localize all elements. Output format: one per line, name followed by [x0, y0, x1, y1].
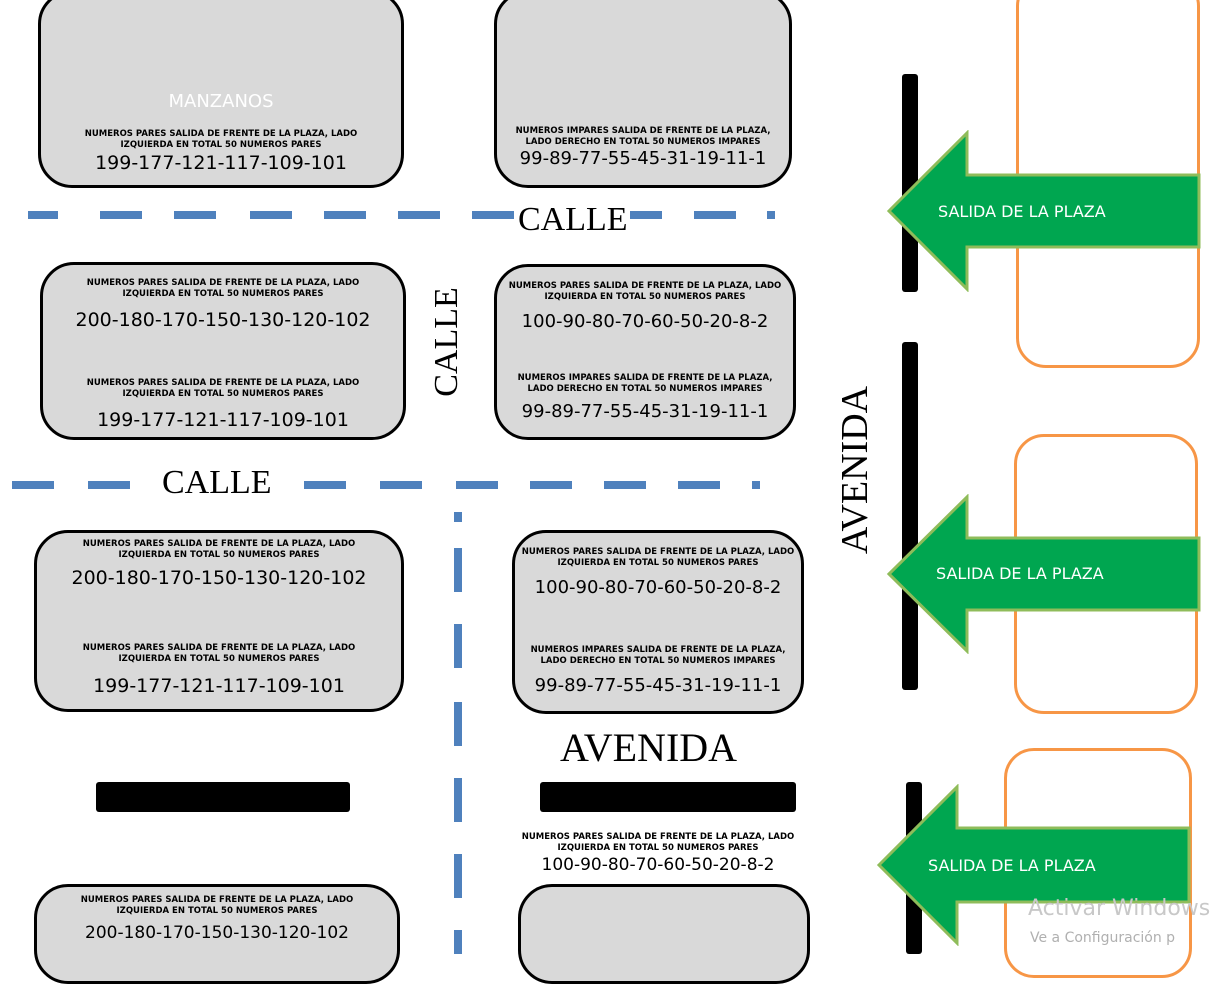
block-numbers: 200-180-170-150-130-120-102	[71, 567, 367, 589]
block-description: NUMEROS PARES SALIDA DE FRENTE DE LA PLA…	[82, 539, 356, 560]
city-block: NUMEROS PARES SALIDA DE FRENTE DE LA PLA…	[40, 262, 406, 440]
activation-watermark-subtitle: Ve a Configuración p	[1030, 930, 1176, 946]
left-arrow-icon	[876, 784, 1191, 946]
block-description: NUMEROS PARES SALIDA DE FRENTE DE LA PLA…	[82, 643, 356, 664]
activation-watermark-title: Activar Windows	[1028, 896, 1211, 921]
city-block: NUMEROS PARES SALIDA DE FRENTE DE LA PLA…	[512, 530, 804, 714]
city-block: MANZANOS NUMEROS PARES SALIDA DE FRENTE …	[38, 0, 404, 188]
block-description: NUMEROS PARES SALIDA DE FRENTE DE LA PLA…	[84, 129, 358, 150]
city-block: NUMEROS PARES SALIDA DE FRENTE DE LA PLA…	[34, 884, 400, 984]
exit-label: SALIDA DE LA PLAZA	[936, 564, 1104, 583]
exit-arrow: SALIDA DE LA PLAZA	[876, 784, 1192, 946]
street-label-avenida-vertical: AVENIDA	[834, 385, 876, 555]
block-numbers: 99-89-77-55-45-31-19-11-1	[519, 148, 767, 169]
block-numbers: 199-177-121-117-109-101	[93, 675, 345, 697]
block-description: NUMEROS IMPARES SALIDA DE FRENTE DE LA P…	[530, 645, 786, 666]
block-numbers: 100-90-80-70-60-50-20-8-2	[521, 311, 769, 332]
left-arrow-icon	[886, 130, 1201, 292]
block-description: NUMEROS PARES SALIDA DE FRENTE DE LA PLA…	[86, 278, 360, 299]
block-numbers: 99-89-77-55-45-31-19-11-1	[534, 675, 782, 696]
block-numbers: 100-90-80-70-60-50-20-8-2	[534, 577, 782, 598]
block-description: NUMEROS PARES SALIDA DE FRENTE DE LA PLA…	[80, 895, 354, 916]
city-block: NUMEROS PARES SALIDA DE FRENTE DE LA PLA…	[34, 530, 404, 712]
road-bar	[96, 782, 350, 812]
block-description: NUMEROS PARES SALIDA DE FRENTE DE LA PLA…	[521, 547, 795, 568]
block-description: NUMEROS IMPARES SALIDA DE FRENTE DE LA P…	[517, 373, 773, 394]
exit-arrow: SALIDA DE LA PLAZA	[886, 130, 1202, 292]
block-description: NUMEROS PARES SALIDA DE FRENTE DE LA PLA…	[521, 832, 795, 853]
block-numbers: 99-89-77-55-45-31-19-11-1	[521, 401, 769, 422]
block-description: NUMEROS PARES SALIDA DE FRENTE DE LA PLA…	[508, 281, 782, 302]
street-label-calle-top: CALLE	[516, 201, 630, 238]
block-numbers: 199-177-121-117-109-101	[97, 409, 349, 431]
avenue-bar	[902, 342, 918, 690]
blocks-title: MANZANOS	[168, 91, 274, 112]
road-bar	[540, 782, 796, 812]
block-numbers: 100-90-80-70-60-50-20-8-2	[541, 855, 775, 875]
street-label-calle-middle: CALLE	[158, 466, 276, 500]
street-label-avenida-horizontal: AVENIDA	[560, 725, 738, 770]
city-block: NUMEROS PARES SALIDA DE FRENTE DE LA PLA…	[494, 264, 796, 440]
block-numbers: 200-180-170-150-130-120-102	[85, 923, 349, 943]
block-numbers: 199-177-121-117-109-101	[95, 152, 347, 174]
city-block	[518, 884, 810, 984]
exit-label: SALIDA DE LA PLAZA	[938, 202, 1106, 221]
left-arrow-icon	[886, 494, 1201, 654]
city-block: NUMEROS IMPARES SALIDA DE FRENTE DE LA P…	[494, 0, 792, 188]
exit-label: SALIDA DE LA PLAZA	[928, 856, 1096, 875]
exit-arrow: SALIDA DE LA PLAZA	[886, 494, 1202, 654]
street-label-calle-vertical: CALLE	[428, 287, 465, 397]
block-numbers: 200-180-170-150-130-120-102	[75, 309, 371, 331]
block-description: NUMEROS PARES SALIDA DE FRENTE DE LA PLA…	[86, 378, 360, 399]
block-description: NUMEROS IMPARES SALIDA DE FRENTE DE LA P…	[515, 126, 771, 147]
floating-label: NUMEROS PARES SALIDA DE FRENTE DE LA PLA…	[508, 832, 808, 875]
